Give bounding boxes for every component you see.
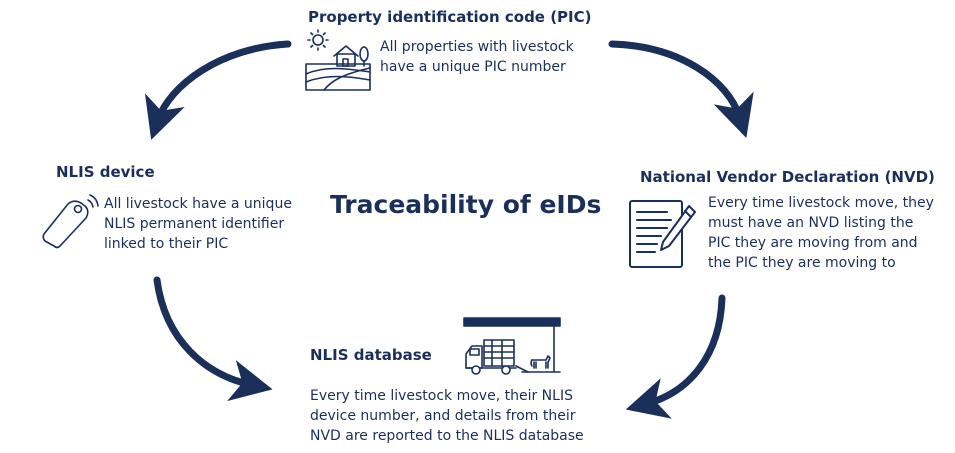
farm-property-icon xyxy=(305,29,371,91)
nlis-database-heading: NLIS database xyxy=(310,346,432,364)
nvd-line: PIC they are moving from and xyxy=(708,235,918,251)
pic-heading: Property identification code (PIC) xyxy=(308,8,592,26)
arrow-pic-to-nvd xyxy=(608,40,754,139)
pic-line: have a unique PIC number xyxy=(380,59,566,75)
nvd-heading: National Vendor Declaration (NVD) xyxy=(640,168,935,186)
arrow-nvd-to-database xyxy=(625,294,726,419)
nvd-line: Every time livestock move, they xyxy=(708,195,934,211)
nlis-device-heading: NLIS device xyxy=(56,163,155,181)
arrow-pic-to-device xyxy=(144,40,292,140)
nlis-device-line: NLIS permanent identifier xyxy=(104,216,285,232)
document-pen-icon xyxy=(629,200,696,268)
nlis-database-line: NVD are reported to the NLIS database xyxy=(310,428,584,444)
nlis-database-line: device number, and details from their xyxy=(310,408,576,424)
nvd-line: the PIC they are moving to xyxy=(708,255,896,271)
diagram-title: Traceability of eIDs xyxy=(330,190,602,219)
nlis-device-description: All livestock have a unique NLIS permane… xyxy=(104,194,292,254)
arrow-device-to-database xyxy=(153,276,273,402)
nlis-database-line: Every time livestock move, their NLIS xyxy=(310,388,573,404)
nvd-description: Every time livestock move, they must hav… xyxy=(708,193,934,273)
nlis-device-line: linked to their PIC xyxy=(104,236,229,252)
pic-description: All properties with livestock have a uni… xyxy=(380,37,574,77)
nlis-database-description: Every time livestock move, their NLIS de… xyxy=(310,386,584,446)
nvd-line: must have an NVD listing the xyxy=(708,215,914,231)
livestock-truck-icon xyxy=(463,317,561,375)
nlis-device-line: All livestock have a unique xyxy=(104,196,292,212)
ear-tag-icon xyxy=(42,194,99,249)
pic-line: All properties with livestock xyxy=(380,39,574,55)
